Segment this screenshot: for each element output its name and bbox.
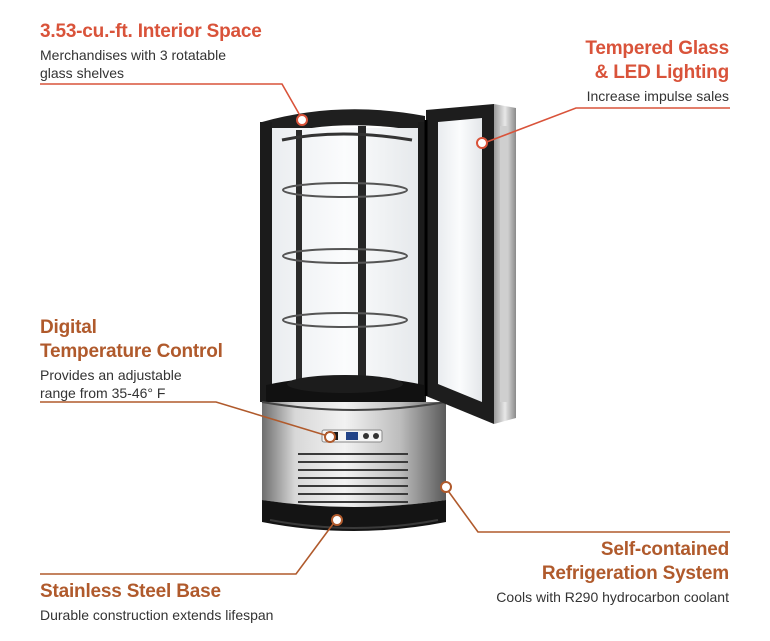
- leader-line-glass: [483, 107, 730, 144]
- display-cabinet: [260, 109, 447, 531]
- dot-glass: [476, 137, 488, 149]
- callout-stainless-base: Stainless Steel Base Durable constructio…: [40, 580, 273, 624]
- dot-base: [331, 514, 343, 526]
- callout-dots: [296, 114, 488, 526]
- desc-line: range from 35-46° F: [40, 385, 166, 401]
- title-line: & LED Lighting: [594, 62, 730, 83]
- title-line: Temperature Control: [40, 341, 223, 362]
- title-line: Tempered Glass: [585, 38, 729, 59]
- callout-interior-space: 3.53-cu.-ft. Interior Space Merchandises…: [40, 20, 262, 82]
- dot-temperature: [324, 431, 336, 443]
- title-line: Digital: [40, 317, 97, 338]
- desc-line: Merchandises with 3 rotatable: [40, 47, 226, 63]
- callout-temperature-control: Digital Temperature Control Provides an …: [40, 316, 223, 402]
- title-line: Refrigeration System: [541, 563, 729, 584]
- dot-interior: [296, 114, 308, 126]
- callout-title: Self-contained Refrigeration System: [496, 538, 729, 586]
- dot-refrigeration: [440, 481, 452, 493]
- callout-refrigeration-system: Self-contained Refrigeration System Cool…: [496, 538, 729, 606]
- leader-line-refrigeration: [445, 487, 730, 533]
- leader-line-base: [40, 519, 337, 575]
- leader-lines: [40, 83, 730, 575]
- callout-title: Stainless Steel Base: [40, 581, 221, 602]
- desc-line: Provides an adjustable: [40, 367, 182, 383]
- callout-tempered-glass: Tempered Glass & LED Lighting Increase i…: [585, 37, 729, 105]
- callout-description: Provides an adjustable range from 35-46°…: [40, 366, 223, 402]
- title-line: Self-contained: [600, 539, 729, 560]
- callout-description: Merchandises with 3 rotatable glass shel…: [40, 46, 262, 82]
- open-glass-door: [424, 104, 516, 424]
- desc-line: glass shelves: [40, 65, 125, 81]
- callout-description: Cools with R290 hydrocarbon coolant: [496, 589, 729, 605]
- leader-line-interior: [40, 83, 303, 120]
- callout-title: Digital Temperature Control: [40, 316, 223, 364]
- leader-line-temperature: [40, 401, 329, 437]
- callout-title: 3.53-cu.-ft. Interior Space: [40, 21, 262, 42]
- callout-title: Tempered Glass & LED Lighting: [585, 37, 729, 85]
- callout-description: Durable construction extends lifespan: [40, 607, 274, 623]
- callout-description: Increase impulse sales: [586, 88, 729, 104]
